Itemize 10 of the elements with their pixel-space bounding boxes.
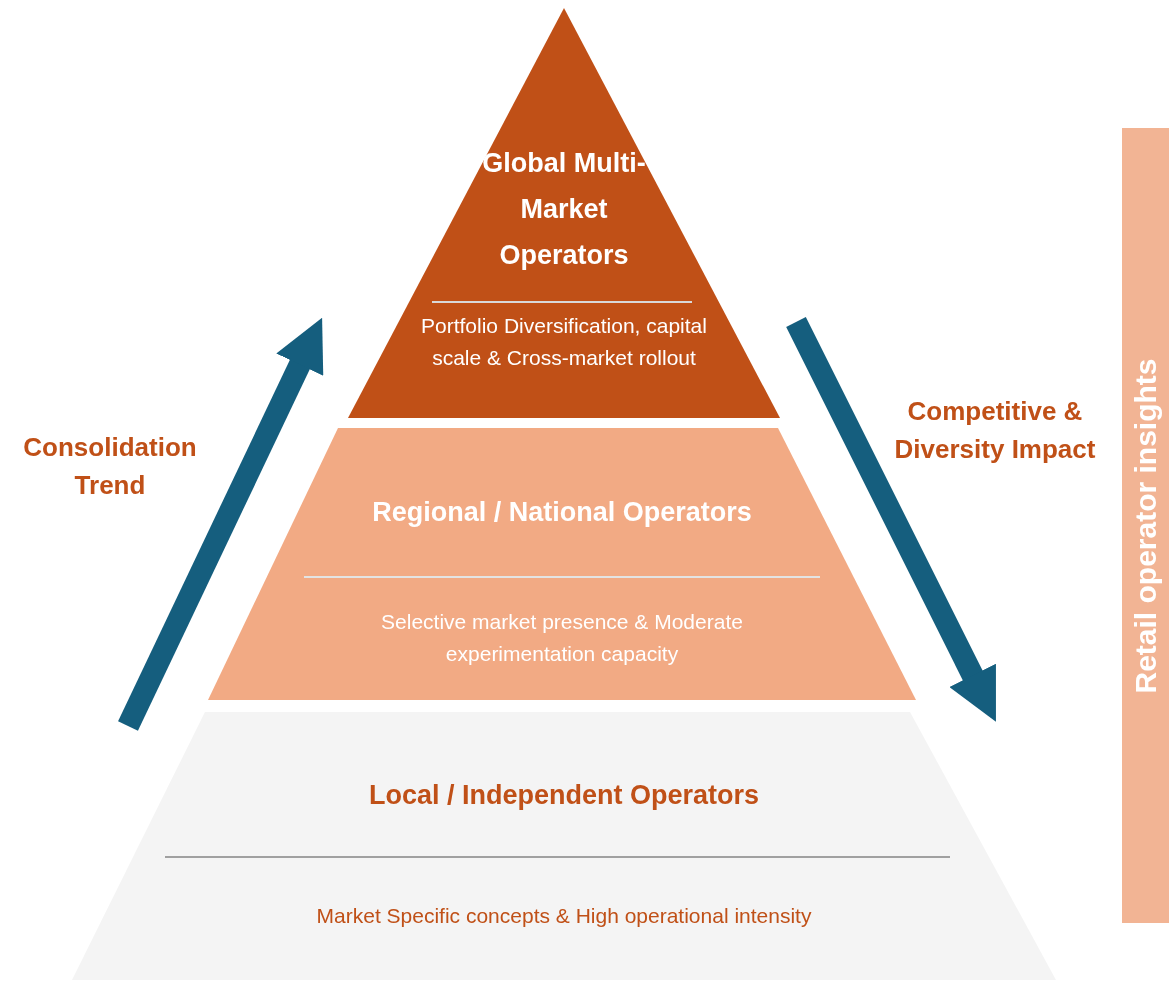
side-banner <box>1122 128 1169 923</box>
arrow <box>118 317 324 731</box>
arrow <box>786 317 996 722</box>
banner-title: Retail operator insights <box>1128 357 1163 694</box>
tier-heading: Regional / National Operators <box>371 496 753 529</box>
tier-description: Market Specific concepts & High operational intensity <box>315 903 813 929</box>
tier-description: Portfolio Diversification, capital scale & Cross-market rollout <box>420 313 708 371</box>
tier-heading: Local / Independent Operators <box>367 779 761 812</box>
tier-heading: Global Multi-Market Operators <box>481 147 647 272</box>
tier-description: Selective market presence & Moderate experimentation capacity <box>380 609 744 667</box>
